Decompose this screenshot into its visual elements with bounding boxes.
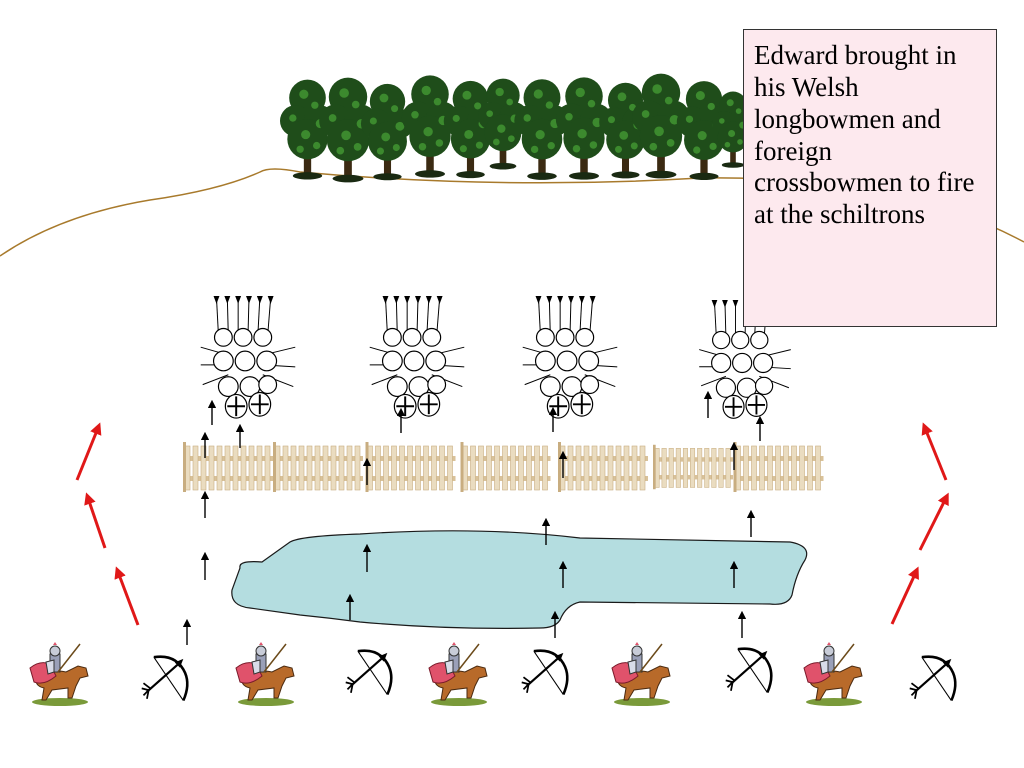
mounted-knight-icon — [611, 642, 671, 707]
schiltron-icon — [521, 296, 619, 420]
schiltrons — [199, 296, 792, 420]
schiltron-icon — [368, 296, 466, 420]
mounted-knight-icon — [235, 642, 295, 707]
fence-icon — [459, 442, 552, 492]
crossbow-icon — [520, 649, 569, 696]
fence-icon — [364, 442, 457, 492]
flank-arrows — [75, 422, 949, 626]
mounted-knight-icon — [29, 642, 89, 707]
caption-box: Edward brought in his Welsh longbowmen a… — [743, 29, 997, 327]
fence — [183, 442, 824, 492]
pond-icon — [231, 530, 808, 629]
english-army — [29, 642, 957, 707]
forest — [280, 73, 754, 183]
crossbow-icon — [344, 649, 393, 696]
schiltron-icon — [199, 296, 297, 420]
caption-text: Edward brought in his Welsh longbowmen a… — [754, 40, 975, 230]
advance-arrows — [182, 390, 765, 645]
mounted-knight-icon — [428, 642, 488, 707]
fence-icon — [273, 442, 363, 492]
crossbow-icon — [908, 655, 957, 702]
fence-icon — [557, 442, 649, 492]
crossbow-icon — [724, 647, 773, 694]
mounted-knight-icon — [803, 642, 863, 707]
tree-icon — [360, 83, 415, 181]
crossbow-icon — [140, 655, 189, 702]
fence-icon — [733, 442, 824, 492]
fence-icon — [653, 444, 733, 490]
fence-icon — [183, 442, 273, 492]
